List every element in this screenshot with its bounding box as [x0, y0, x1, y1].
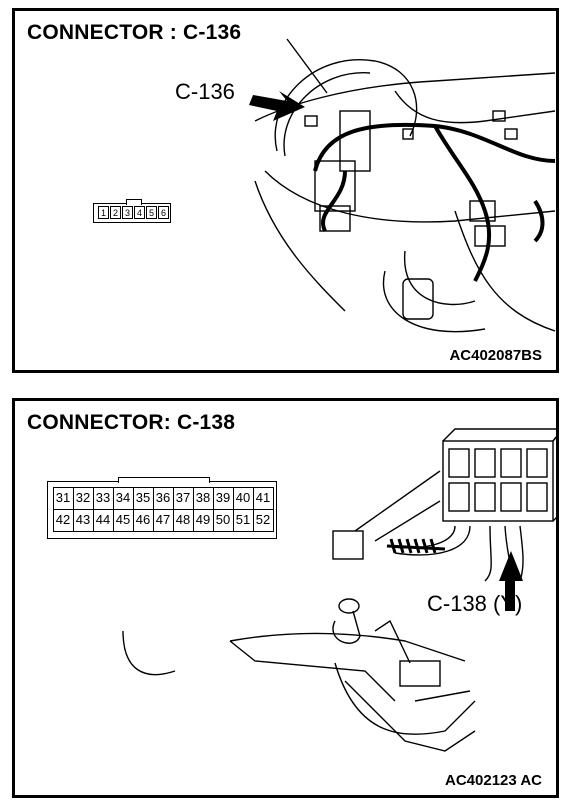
pin-35: 35 — [132, 486, 154, 510]
pin-40: 40 — [232, 486, 254, 510]
pin-36: 36 — [152, 486, 174, 510]
pin-32: 32 — [72, 486, 94, 510]
pin-41: 41 — [252, 486, 274, 510]
pin-31: 31 — [52, 486, 74, 510]
pin-39: 39 — [212, 486, 234, 510]
pin-52: 52 — [252, 508, 274, 532]
connector-latch — [118, 477, 210, 483]
c138-connector-face: 31 32 33 34 35 36 37 38 39 40 41 42 43 4… — [47, 477, 277, 539]
pin-38: 38 — [192, 486, 214, 510]
pin-45: 45 — [112, 508, 134, 532]
figure-code: AC402123 AC — [445, 772, 542, 789]
pin-37: 37 — [172, 486, 194, 510]
pin-42: 42 — [52, 508, 74, 532]
connector-c136-panel: CONNECTOR : C-136 — [12, 8, 559, 373]
panel-title: CONNECTOR: C-138 — [27, 411, 236, 434]
pin-47: 47 — [152, 508, 174, 532]
panel-title: CONNECTOR : C-136 — [27, 21, 242, 44]
pin-49: 49 — [192, 508, 214, 532]
connector-c138-panel: CONNECTOR: C-138 — [12, 398, 559, 798]
pin-48: 48 — [172, 508, 194, 532]
console-connector-illustration — [122, 428, 556, 752]
pin-43: 43 — [72, 508, 94, 532]
pin-34: 34 — [112, 486, 134, 510]
c138-callout-label: C-138 (Y) — [427, 591, 523, 616]
pin-6: 6 — [158, 206, 169, 219]
pin-46: 46 — [132, 508, 154, 532]
connector-latch — [126, 199, 142, 205]
pin-5: 5 — [146, 206, 157, 219]
pin-50: 50 — [212, 508, 234, 532]
pin-33: 33 — [92, 486, 114, 510]
pin-1: 1 — [98, 206, 109, 219]
c136-callout-label: C-136 — [175, 79, 235, 104]
pin-44: 44 — [92, 508, 114, 532]
figure-code: AC402087BS — [449, 347, 542, 364]
c136-connector-face: 1 2 3 4 5 6 — [93, 199, 171, 223]
dashboard-harness-illustration — [249, 38, 556, 333]
pin-3: 3 — [122, 206, 133, 219]
pin-51: 51 — [232, 508, 254, 532]
pin-2: 2 — [110, 206, 121, 219]
pin-4: 4 — [134, 206, 145, 219]
